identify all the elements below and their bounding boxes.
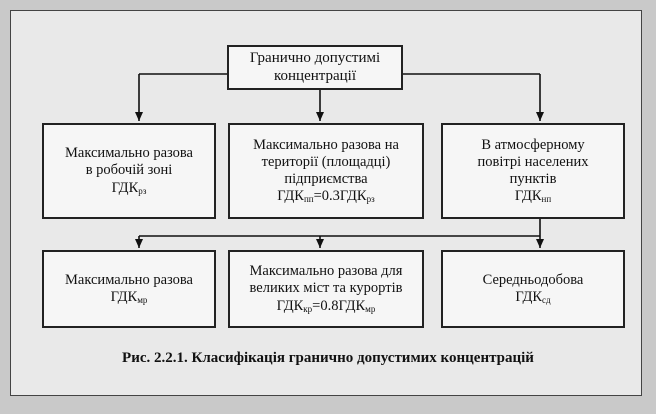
box-max-single: Максимально разова ГДКмр <box>42 250 216 328</box>
populated-line3: пунктів <box>509 171 557 187</box>
box-daily-average: Середньодобова ГДКсд <box>441 250 625 328</box>
cities-line1: Максимально разова для <box>249 263 403 280</box>
populated-abbr: ГДКнп <box>514 188 552 205</box>
territory-formula: ГДКпп=0.3ГДКрз <box>277 188 375 205</box>
box-working-zone: Максимально разова в робочій зоні ГДКрз <box>42 123 216 219</box>
top-line2: концентрації <box>273 67 357 84</box>
box-enterprise-territory: Максимально разова на території (площадц… <box>228 123 424 219</box>
populated-line1: В атмосферному <box>481 136 585 153</box>
populated-line2: повітрі населених <box>477 153 589 170</box>
bottom-connectors <box>135 219 544 248</box>
daily-abbr: ГДКсд <box>515 289 551 305</box>
top-line1: Гранично допустимі <box>249 49 381 66</box>
working-zone-abbr: ГДКрз <box>111 179 147 196</box>
territory-line3: підприємства <box>284 171 368 187</box>
territory-line1: Максимально разова на <box>253 136 399 153</box>
working-zone-line1: Максимально разова <box>64 145 193 162</box>
top-connectors <box>135 73 544 121</box>
working-zone-line2: в робочій зоні <box>85 162 173 179</box>
cities-line2: великих міст та курортів <box>249 280 403 297</box>
max-single-abbr: ГДКмр <box>110 289 148 305</box>
daily-line1: Середньодобова <box>482 271 584 288</box>
territory-line2: території (площадці) <box>261 153 391 170</box>
box-populated-areas: В атмосферному повітрі населених пунктів… <box>441 123 625 219</box>
max-single-line1: Максимально разова <box>64 271 193 288</box>
figure-caption: Рис. 2.2.1. Класифікація гранично допуст… <box>122 350 534 366</box>
box-cities-resorts: Максимально разова для великих міст та к… <box>228 250 424 328</box>
cities-formula: ГДКкр=0.8ГДКмр <box>276 297 376 314</box>
box-limit-concentrations: Гранично допустимі концентрації <box>227 45 403 90</box>
